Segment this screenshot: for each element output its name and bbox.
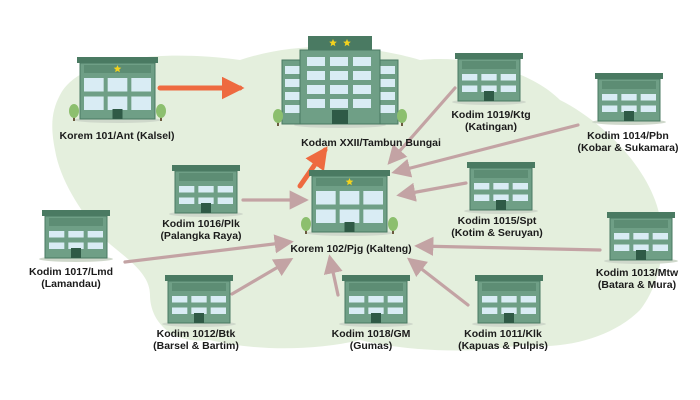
- kodim1011-code: Kodim 1011/Klk: [464, 328, 542, 340]
- kodim1019-region: (Katingan): [465, 121, 517, 133]
- kodim1012-region: (Barsel & Bartim): [153, 340, 239, 352]
- arrow-kodim1012-korem102: [230, 258, 294, 296]
- kodim1014-code: Kodim 1014/Pbn: [587, 130, 669, 142]
- kodim1012-code: Kodim 1012/Btk: [156, 328, 236, 340]
- arrow-kodim1017-korem102: [123, 234, 294, 264]
- kodim1019-label: Kodim 1019/Ktg (Katingan): [451, 109, 530, 133]
- kodim1015-building-icon: [464, 162, 538, 214]
- kodam-building-icon: [273, 36, 407, 128]
- kodim1014-label: Kodim 1014/Pbn (Kobar & Sukamara): [578, 130, 679, 154]
- edges-layer: [123, 76, 602, 307]
- kodim1012-label: Kodim 1012/Btk (Barsel & Bartim): [153, 328, 239, 352]
- star-icon: [113, 65, 122, 73]
- arrow-kodim1015-korem102: [396, 181, 468, 202]
- korem101-name: Korem 101/Ant (Kalsel): [59, 130, 175, 142]
- kodim1018-building-icon: [339, 275, 413, 327]
- kodim1013-region: (Batara & Mura): [597, 279, 677, 291]
- kodim1015-region: (Kotim & Seruyan): [451, 227, 543, 239]
- kodim1013-building-icon: [604, 212, 678, 264]
- kodim1018-region: (Gumas): [349, 340, 393, 352]
- korem102-name: Korem 102/Pjg (Kalteng): [290, 243, 412, 255]
- kodim1018-code: Kodim 1018/GM: [331, 328, 411, 340]
- kodim1019-code: Kodim 1019/Ktg: [451, 109, 531, 121]
- star-icon: [329, 39, 337, 47]
- star-icon: [345, 178, 354, 186]
- kodim1016-code: Kodim 1016/Plk: [162, 218, 240, 230]
- korem101-label: Korem 101/Ant (Kalsel): [60, 130, 175, 142]
- arrow-kodim1011-korem102: [406, 257, 470, 307]
- kodim1018-label: Kodim 1018/GM (Gumas): [332, 328, 411, 352]
- kodim1016-region: (Palangka Raya): [160, 230, 242, 242]
- kodim1012-building-icon: [162, 275, 236, 327]
- kodim1015-code: Kodim 1015/Spt: [457, 215, 537, 227]
- arrow-korem102-kodam: [297, 146, 328, 189]
- star-icon: [343, 39, 351, 47]
- kodim1011-label: Kodim 1011/Klk (Kapuas & Pulpis): [458, 328, 548, 352]
- kodim1016-building-icon: [169, 165, 243, 217]
- arrow-kodim1019-korem102: [387, 86, 457, 165]
- arrow-kodim1013-korem102: [414, 236, 602, 256]
- kodim1013-label: Kodim 1013/Mtw (Batara & Mura): [596, 267, 678, 291]
- kodim1017-label: Kodim 1017/Lmd (Lamandau): [29, 266, 113, 290]
- kodim1014-region: (Kobar & Sukamara): [577, 142, 679, 154]
- kodim1017-code: Kodim 1017/Lmd: [28, 266, 114, 278]
- kodim1017-region: (Lamandau): [41, 278, 101, 290]
- kodam-label: Kodam XXII/Tambun Bungai: [301, 137, 441, 149]
- kodim1013-code: Kodim 1013/Mtw: [595, 267, 679, 279]
- kodim1011-region: (Kapuas & Pulpis): [458, 340, 548, 352]
- kodim1017-building-icon: [39, 210, 113, 262]
- arrow-kodim1018-korem102: [323, 254, 343, 297]
- korem102-building-icon: [301, 170, 398, 236]
- kodim1015-label: Kodim 1015/Spt (Kotim & Seruyan): [451, 215, 543, 239]
- kodim1019-building-icon: [452, 53, 526, 105]
- arrow-kodim1014-korem102: [391, 123, 580, 178]
- korem102-label: Korem 102/Pjg (Kalteng): [290, 243, 411, 255]
- kodim1016-label: Kodim 1016/Plk (Palangka Raya): [160, 218, 241, 242]
- korem101-building-icon: [69, 57, 166, 123]
- kodim1011-building-icon: [472, 275, 546, 327]
- kodim1014-building-icon: [592, 73, 666, 125]
- buildings-layer: [39, 36, 678, 327]
- kodam-name: Kodam XXII/Tambun Bungai: [301, 137, 441, 149]
